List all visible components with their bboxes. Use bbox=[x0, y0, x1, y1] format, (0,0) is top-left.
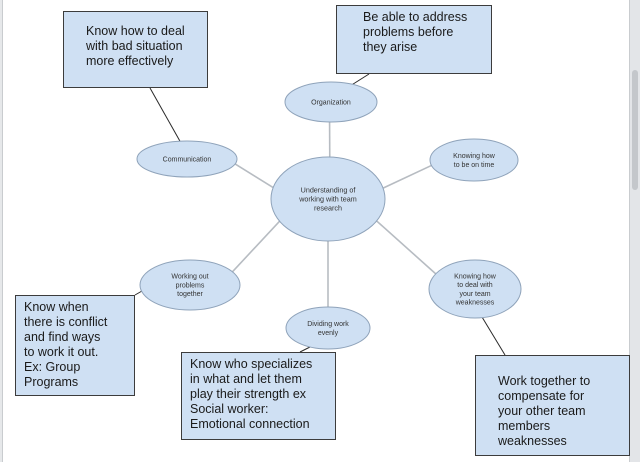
leader-conflict bbox=[134, 290, 143, 296]
vertical-scrollbar[interactable] bbox=[630, 0, 640, 462]
leader-work-together bbox=[481, 316, 506, 356]
connector-communication bbox=[234, 163, 274, 189]
left-margin-strip bbox=[0, 0, 2, 462]
node-organization[interactable]: Organization bbox=[284, 81, 378, 123]
connector-knowing-weaknesses bbox=[376, 220, 437, 275]
node-communication[interactable]: Communication bbox=[136, 140, 238, 178]
connector-knowing-time bbox=[382, 164, 432, 189]
node-communication-label: Communication bbox=[163, 156, 212, 163]
scrollbar-thumb[interactable] bbox=[632, 70, 638, 190]
callout-work-together[interactable]: Work together to compensate for your oth… bbox=[475, 355, 630, 456]
leader-specializes bbox=[299, 346, 311, 353]
callout-address-problems[interactable]: Be able to address problems before they … bbox=[336, 5, 492, 74]
callout-bad-situation[interactable]: Know how to deal with bad situation more… bbox=[63, 11, 208, 88]
connector-working-out bbox=[231, 220, 281, 273]
leader-bad-situation bbox=[149, 87, 182, 144]
node-organization-label: Organization bbox=[311, 99, 351, 106]
callout-conflict[interactable]: Know when there is conflict and find way… bbox=[15, 295, 135, 396]
callout-specializes[interactable]: Know who specializes in what and let the… bbox=[181, 352, 336, 440]
